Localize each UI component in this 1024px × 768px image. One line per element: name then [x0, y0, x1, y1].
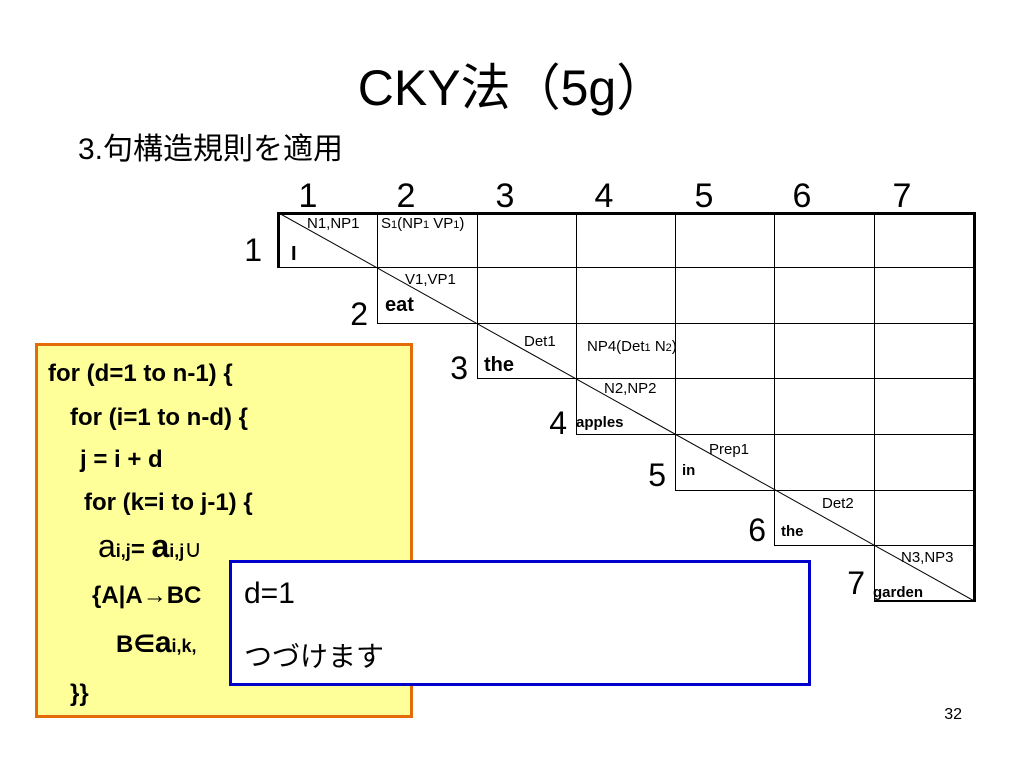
note-box: d=1 つづけます [229, 560, 811, 686]
row1-left-border [277, 212, 280, 268]
cell-1-1: N1,NP1 [307, 215, 360, 232]
word-1: I [291, 243, 297, 265]
cell-2-2: V1,VP1 [405, 271, 456, 288]
cky-table: N1,NP1 S1(NP1 VP1) V1,VP1 Det1 NP4(Det1 … [277, 212, 976, 602]
col-line-6 [774, 212, 775, 545]
word-7: garden [873, 584, 924, 601]
cell-5-5: Prep1 [709, 441, 750, 458]
row-line-5 [675, 490, 976, 491]
row-line-2 [377, 323, 976, 324]
row-line-3 [477, 378, 976, 379]
row-line-7 [874, 600, 976, 602]
column-number-3: 3 [495, 177, 515, 215]
slide-title: CKY法（5g） [357, 60, 667, 116]
row-number-6: 6 [748, 512, 766, 548]
col-line-2 [377, 212, 378, 323]
row-line-1 [277, 267, 976, 268]
note-line-1: d=1 [244, 577, 295, 610]
column-number-4: 4 [594, 177, 614, 215]
row-number-4: 4 [549, 405, 567, 441]
row-number-7: 7 [847, 565, 865, 601]
row-number-5: 5 [648, 457, 666, 493]
code-line-4: for (k=i to j-1) { [84, 489, 253, 516]
cell-3-4: NP4(Det1 N2) [587, 338, 677, 355]
column-number-7: 7 [892, 177, 912, 215]
cell-7-7: N3,NP3 [901, 549, 954, 566]
word-4: apples [576, 414, 624, 431]
column-number-2: 2 [396, 177, 416, 215]
slide-subtitle: 3.句構造規則を適用 [78, 133, 344, 166]
page-number: 32 [944, 706, 962, 723]
code-line-6: {A|A→BC [92, 582, 202, 609]
code-line-3: j = i + d [80, 446, 163, 473]
code-line-2: for (i=1 to n-d) { [70, 404, 248, 431]
row-line-4 [576, 434, 976, 435]
row-number-2: 2 [350, 296, 368, 332]
col-line-7 [874, 212, 875, 602]
row-number-1: 1 [244, 232, 262, 268]
cell-1-2: S1(NP1 VP1) [381, 215, 465, 232]
code-line-1: for (d=1 to n-1) { [48, 360, 233, 387]
column-number-5: 5 [694, 177, 714, 215]
col-line-5 [675, 212, 676, 490]
cell-3-3: Det1 [524, 333, 556, 350]
word-6: the [781, 523, 804, 540]
table-top-border [277, 212, 976, 215]
code-line-5: ai,j= ai,j∪ [98, 528, 202, 564]
table-diagonal-line [277, 212, 976, 602]
code-line-8: }} [70, 680, 89, 707]
code-line-7: B∈ai,k, [116, 626, 197, 659]
col-line-3 [477, 212, 478, 378]
note-line-2: つづけます [244, 641, 385, 672]
column-number-1: 1 [298, 177, 318, 215]
word-2: eat [385, 294, 414, 316]
word-5: in [682, 462, 696, 479]
cell-4-4: N2,NP2 [604, 380, 657, 397]
row-number-3: 3 [450, 350, 468, 386]
col-line-4 [576, 212, 577, 434]
column-number-6: 6 [792, 177, 812, 215]
word-3: the [484, 354, 514, 376]
table-right-border [973, 212, 976, 602]
cell-6-6: Det2 [822, 495, 854, 512]
